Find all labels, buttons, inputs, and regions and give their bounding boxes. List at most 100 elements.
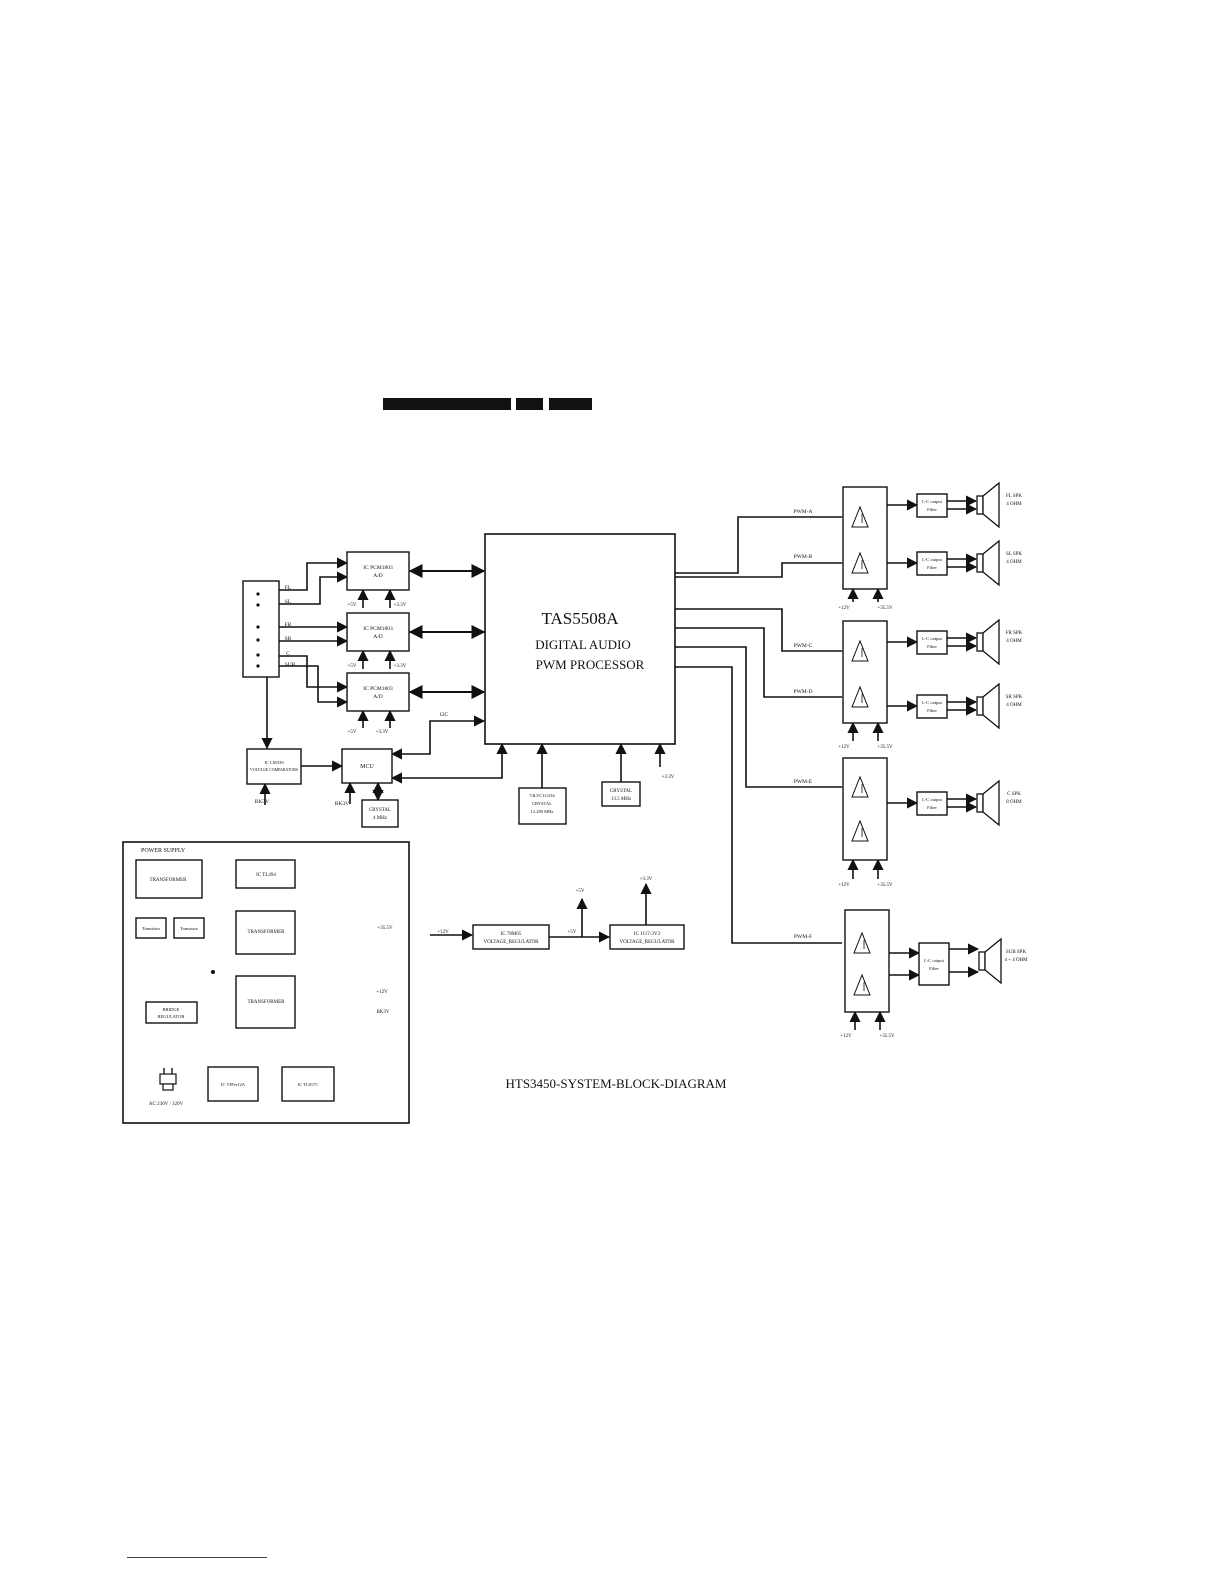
speaker-icon-cone [982,779,1000,827]
input-label-3: SR [285,636,292,642]
adc-sub: A/D [373,694,383,700]
mcu-box [341,748,393,784]
amplifier-triangle [851,505,869,528]
header-bar [549,398,592,410]
amp-supply-355v-label: +35.5V [877,606,893,611]
pwm-output-wire [675,516,842,574]
ps-transistor-label: Transistor [180,926,199,931]
adc-box [346,551,410,591]
lc-filter-label: L-C output [922,636,943,641]
ac-plug-icon [159,1073,177,1085]
lc-filter-box [916,694,948,719]
mcu-supply-label: BK3V [335,801,349,807]
comparator-box [246,748,302,785]
speaker-icon-cone [984,937,1002,985]
amp-supply-12v-label: +12V [840,1034,852,1039]
clock-buffer-box [518,787,567,825]
ps-ic-tl494-box [235,859,296,889]
adc-supply-5v-label: +5V [348,730,357,735]
ps-transistor-box [135,917,167,939]
amp-supply-12v-label: +12V [838,745,850,750]
lc-filter-label: L-C output [922,499,943,504]
input-label-4: C [286,651,290,657]
input-jack [256,592,260,596]
i2c-label: I2C [440,712,449,718]
pwm-label-4: PWM-E [794,779,813,785]
pwm-output-wire [675,666,842,944]
processor-name: TAS5508A [541,609,619,628]
amplifier-triangle [851,775,869,798]
i2c-bus [390,715,486,760]
pwm-output-wire [675,627,842,698]
input-jack [256,653,260,657]
input-jack [256,638,260,642]
amp-supply-12v-label: +12V [838,883,850,888]
speaker-icon [976,696,984,716]
input-jack [256,664,260,668]
main-crystal-label: CRYSTAL [610,789,632,794]
ps-ic-tl494-label: IC TL494 [256,873,276,878]
reg-33v-label: +3.3V [640,877,653,882]
lc-filter-box [916,493,948,518]
mcu-crystal-label: CRYSTAL [369,808,391,813]
regulator-label: IC 1117-3V3 [634,932,661,937]
speaker-label: 4 OHM [1006,703,1022,708]
input-jack [256,625,260,629]
ps-tl817-label: IC TL817C [298,1082,319,1087]
lc-filter-box [916,791,948,816]
ps-transistor-box [173,917,205,939]
adc-name: IC PCM1803 [363,565,393,571]
amp-supply-355v-label: +35.5V [879,1034,895,1039]
clock-buffer-label: 12.288 MHz [531,809,554,814]
ps-bk3v-label: BK3V [376,1010,389,1015]
lc-filter-box [918,942,950,986]
processor-line2: PWM PROCESSOR [536,657,645,672]
ps-transformer-label: TRANSFORMER [150,878,188,883]
speaker-icon [976,495,984,515]
pwm-label-0: PWM-A [794,509,813,515]
main-crystal-box [601,781,641,807]
speaker-icon-cone [982,539,1000,587]
lc-filter-label: Filter [927,565,937,570]
speaker-icon [976,793,984,813]
input-connector-block [242,580,280,678]
lc-filter-label: Filter [927,708,937,713]
amplifier-triangle [851,639,869,662]
lc-filter-box [916,551,948,576]
lc-filter-label: Filter [927,805,937,810]
speaker-icon-cone [982,481,1000,529]
adc-supply-5v-label: +5V [348,664,357,669]
ps-bridge-label: REGULATOR [158,1014,185,1019]
amplifier-box [844,909,890,1013]
input-wire-c [279,655,349,693]
input-label-1: SL [285,599,292,605]
pwm-output-wire [675,562,842,578]
adc-name: IC PCM1803 [363,626,393,632]
pwm-label-3: PWM-D [794,689,813,695]
header-bar [516,398,543,410]
input-label-5: SUB [285,662,296,668]
lc-filter-label: L-C output [922,700,943,705]
amplifier-triangle [853,973,871,996]
speaker-icon-cone [982,682,1000,730]
speaker-label: SUB SPK [1006,950,1027,955]
main-crystal-label: 13.5 MHz [611,797,632,802]
ps-transformer2-box [235,910,296,955]
speaker-label: 4 + 4 OHM [1004,958,1028,963]
ps-transistor-label: Transistor [142,926,161,931]
reg-input-label: +12V [437,930,449,935]
mcu-crystal-label: 4 MHz [373,816,388,821]
regulator-label: VOLTAGE_REGULATOR [484,940,540,945]
ps-viper-label: IC VIPer12A [221,1082,246,1087]
adc-supply-5v-label: +5V [348,603,357,608]
speaker-label: SR SPK [1006,695,1023,700]
speaker-label: FR SPK [1006,631,1023,636]
input-jack [256,603,260,607]
amp-supply-355v-label: +35.5V [877,745,893,750]
input-label-2: FR [285,622,292,628]
speaker-icon [978,951,986,971]
regulator-label: IC 78M05 [501,932,522,937]
footer-link-line [127,1557,267,1558]
ps-viper-box [207,1066,259,1102]
reg-5v-label: +5V [576,889,585,894]
